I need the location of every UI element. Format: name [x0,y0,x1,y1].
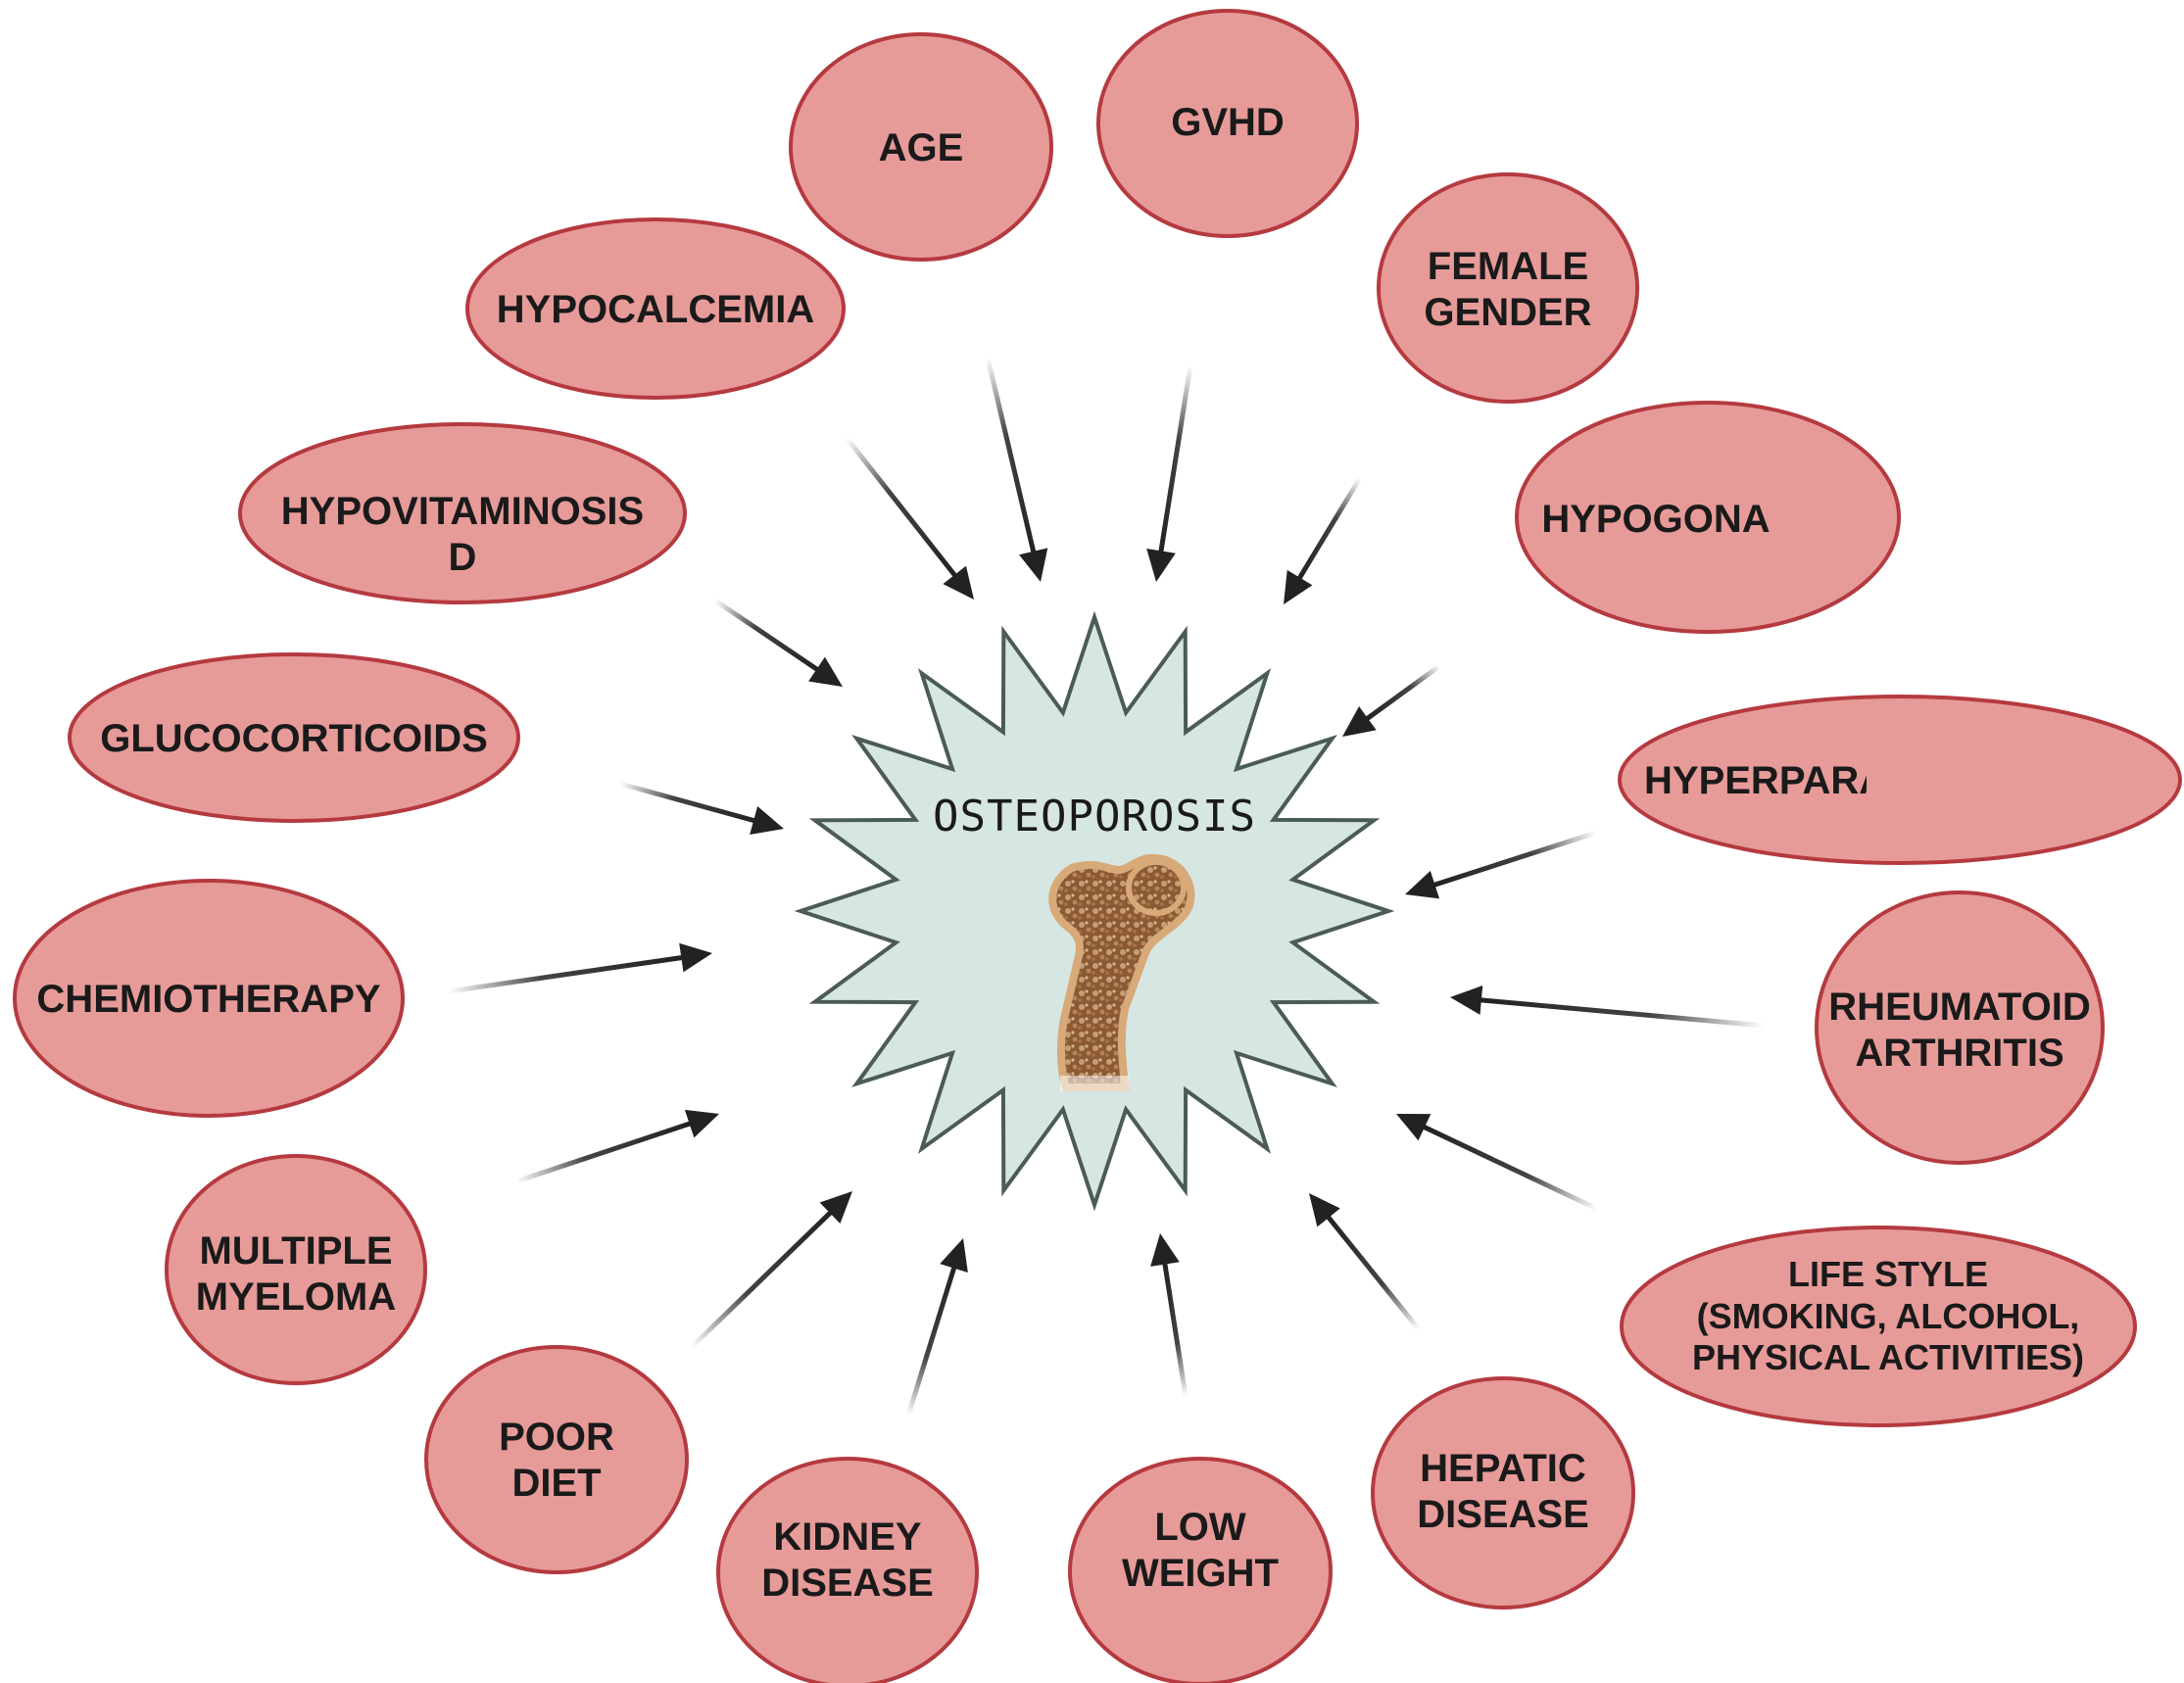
factor-hypovitaminosis-d-line-1: HYPOVITAMINOSIS [281,490,644,533]
factor-hypocalcemia-line-1: HYPOCALCEMIA [497,288,814,331]
arrow-shaft [1422,1125,1600,1212]
factor-glucocorticoids: GLUCOCORTICOIDS [68,652,520,823]
arrow-age [985,355,1048,582]
factor-age-line-1: AGE [879,126,964,169]
arrow-hypovitaminosis-d [712,598,843,687]
factor-poor-diet-line-2: DIET [511,1462,601,1505]
arrow-shaft [689,1210,833,1350]
factor-hepatic-disease: HEPATIC DISEASE [1371,1376,1635,1610]
arrow-shaft [1297,475,1363,581]
factor-multiple-myeloma: MULTIPLE MYELOMA [165,1154,427,1385]
arrow-hypocalcemia [844,435,974,600]
factor-hyperpara-line-1: HYPERPARA [1644,759,1887,802]
arrow-multiple-myeloma [513,1109,719,1184]
factor-multiple-myeloma-line-2: MYELOMA [196,1275,396,1319]
arrowhead [1396,1114,1432,1141]
arrowhead [1284,569,1313,604]
arrow-shaft [513,1121,693,1184]
factor-low-weight-line-2: WEIGHT [1122,1552,1279,1595]
factor-hyperpara: HYPERPARA [1618,695,2182,865]
arrowhead [1342,706,1377,737]
arrowhead [1146,549,1176,582]
arrow-shaft [985,355,1037,554]
arrow-gvhd [1146,362,1193,582]
arrow-shaft [1326,1215,1422,1332]
factor-rheumatoid-arthritis: RHEUMATOID ARTHRITIS [1815,890,2105,1165]
factor-hypovitaminosis-d: HYPOVITAMINOSIS D [238,422,687,604]
factor-low-weight-line-1: LOW [1154,1506,1246,1549]
risk-factor-nodes: AGE GVHD FEMALE GENDER HYPOCALCEMIA HYPO… [13,9,2182,1683]
arrow-hyperpara [1405,830,1599,899]
factor-chemiotherapy: CHEMIOTHERAPY [13,879,405,1118]
arrowhead [819,1191,852,1225]
center-label: OSTEOPOROSIS [933,792,1256,842]
factor-poor-diet: POOR DIET [424,1345,689,1574]
arrowhead [808,656,843,687]
arrow-shaft [712,598,820,672]
arrow-shaft [1432,830,1599,888]
arrow-shaft [1365,663,1442,721]
factor-rheumatoid-arthritis-line-1: RHEUMATOID [1828,986,2090,1029]
factor-kidney-disease-line-2: DISEASE [761,1562,934,1605]
factor-hypovitaminosis-d-line-2: D [449,536,477,579]
arrowhead [684,1109,719,1138]
arrow-kidney-disease [905,1238,968,1419]
arrowhead [750,806,784,835]
factor-kidney-disease-line-1: KIDNEY [773,1515,921,1559]
arrow-hypogona [1342,663,1442,737]
factor-life-style: LIFE STYLE (SMOKING, ALCOHOL, PHYSICAL A… [1620,1226,2137,1427]
femur-bone-icon [1048,853,1195,1091]
arrowhead [1309,1193,1340,1227]
arrowhead [943,565,974,600]
factor-multiple-myeloma-line-1: MULTIPLE [199,1229,392,1273]
factor-life-style-line-1: LIFE STYLE [1788,1254,1988,1294]
arrow-glucocorticoids [617,781,784,835]
arrow-shaft [446,955,684,994]
arrow-poor-diet [689,1191,852,1350]
arrowhead [1405,870,1440,899]
factor-hypogona: HYPOGONA [1515,401,1901,634]
arrowhead [679,942,712,973]
factor-low-weight: LOW WEIGHT [1068,1457,1333,1683]
arrow-hepatic-disease [1309,1193,1422,1332]
arrow-shaft [1479,997,1767,1029]
factor-hypocalcemia: HYPOCALCEMIA [465,217,846,400]
arrow-chemiotherapy [446,942,712,994]
osteoporosis-center: OSTEOPOROSIS [794,610,1395,1212]
arrow-shaft [1158,362,1193,553]
factor-female-gender-line-1: FEMALE [1428,245,1588,288]
factor-glucocorticoids-line-1: GLUCOCORTICOIDS [100,717,488,760]
arrowhead [1450,985,1483,1015]
factor-female-gender: FEMALE GENDER [1377,172,1639,404]
factor-kidney-disease: KIDNEY DISEASE [716,1457,979,1683]
factor-chemiotherapy-line-1: CHEMIOTHERAPY [36,978,380,1021]
factor-poor-diet-line-1: POOR [499,1416,614,1459]
arrow-low-weight [1150,1233,1189,1399]
factor-life-style-line-3: PHYSICAL ACTIVITIES) [1692,1337,2084,1377]
factor-life-style-line-2: (SMOKING, ALCOHOL, [1697,1296,2080,1336]
factor-hypogona-line-1: HYPOGONA [1541,498,1770,541]
arrow-rheumatoid-arthritis [1450,985,1767,1029]
arrow-shaft [1162,1262,1189,1399]
arrow-female-gender [1284,475,1363,604]
factor-gvhd-line-1: GVHD [1171,101,1285,144]
factor-rheumatoid-arthritis-line-2: ARTHRITIS [1855,1032,2063,1075]
arrow-shaft [905,1266,957,1419]
arrow-shaft [617,781,756,824]
factor-female-gender-line-2: GENDER [1424,291,1591,334]
factor-gvhd: GVHD [1096,9,1359,238]
arrow-shaft [844,435,957,578]
factor-hepatic-disease-line-2: DISEASE [1417,1493,1589,1536]
arrowhead [1150,1233,1180,1267]
arrowhead [1019,548,1048,582]
arrowhead [940,1238,968,1274]
arrows [446,355,1767,1419]
factor-hepatic-disease-line-1: HEPATIC [1420,1447,1586,1490]
factor-age: AGE [789,32,1053,262]
arrow-life-style [1396,1114,1600,1212]
